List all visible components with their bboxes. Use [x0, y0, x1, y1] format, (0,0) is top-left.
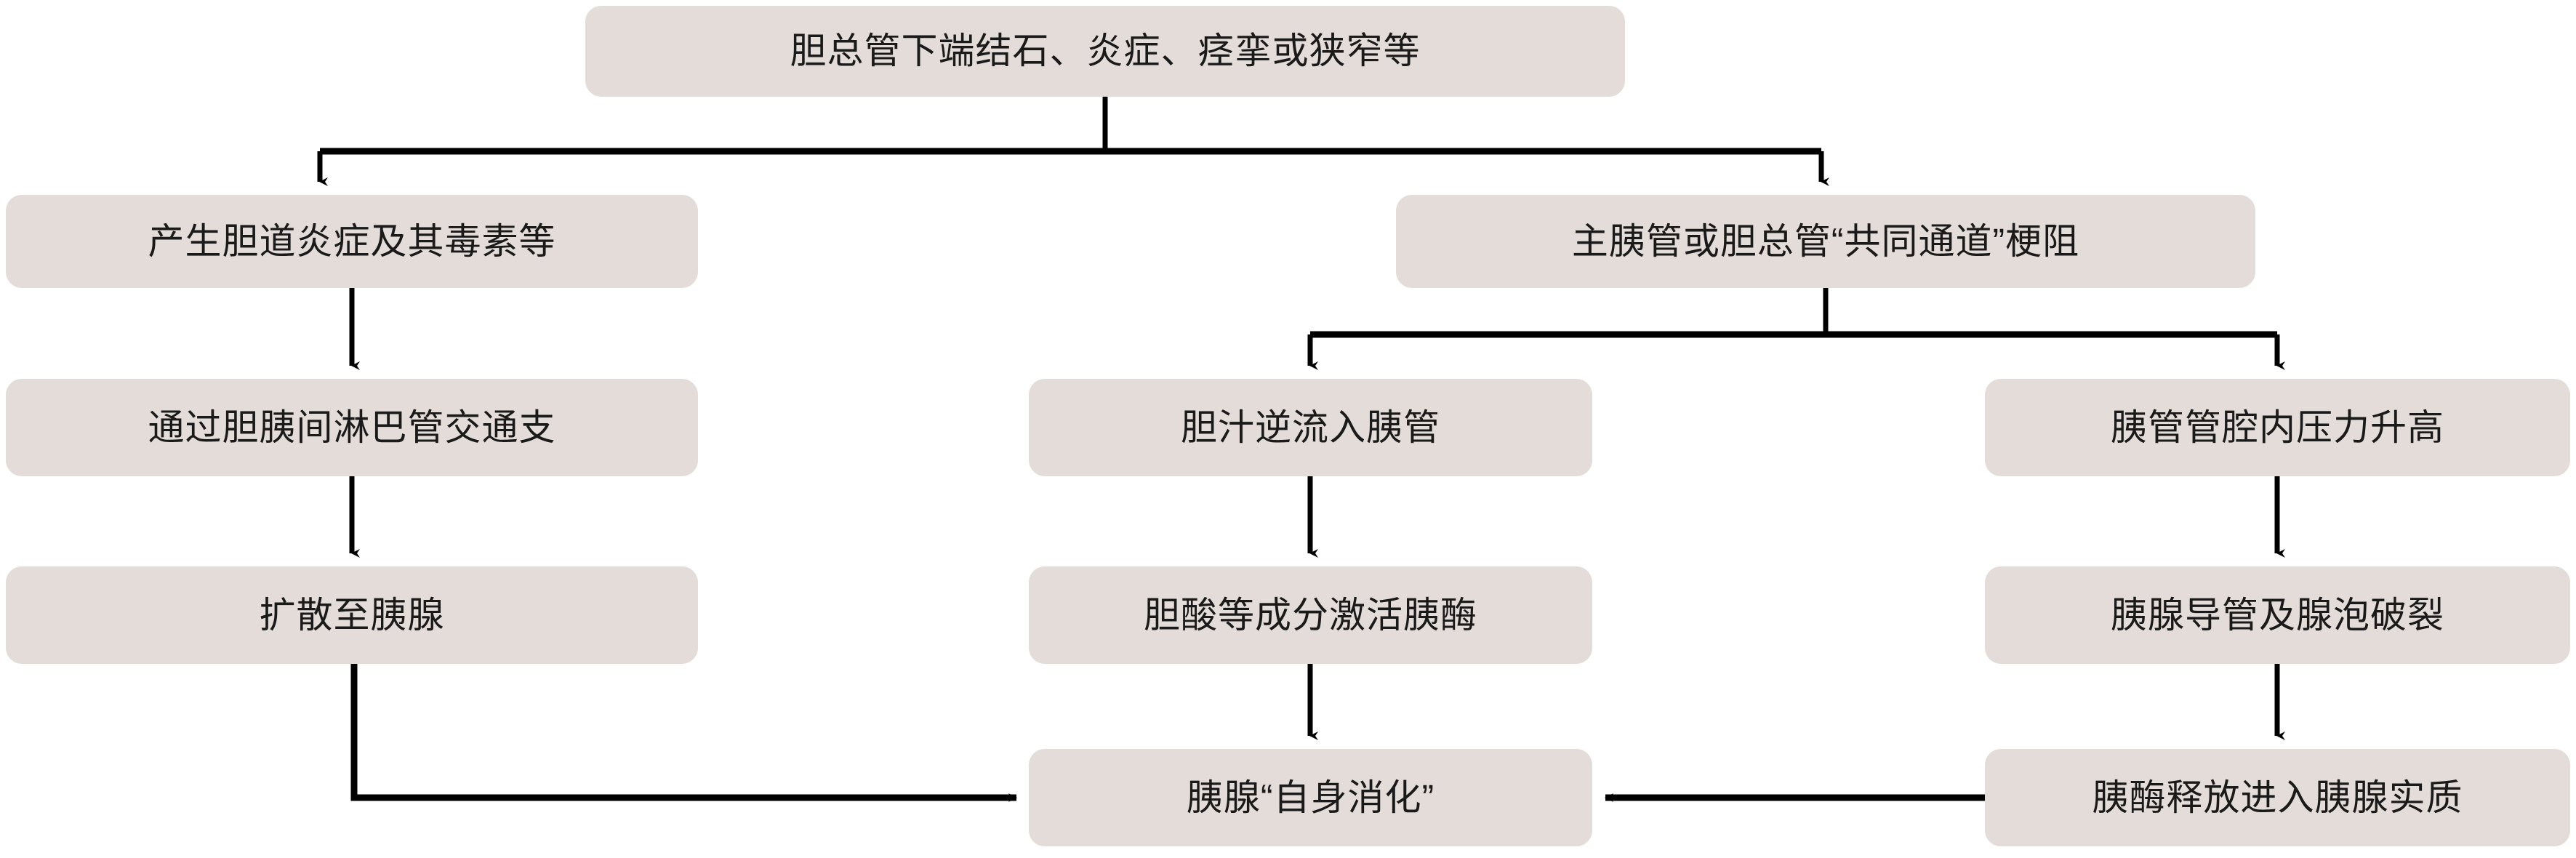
node-root[interactable]: 胆总管下端结石、炎症、痉挛或狭窄等 — [585, 6, 1625, 97]
node-spread-to-pancreas[interactable]: 扩散至胰腺 — [6, 566, 698, 664]
node-cholangitis[interactable]: 产生胆道炎症及其毒素等 — [6, 195, 698, 288]
edge-root-split — [317, 97, 1829, 186]
node-enzyme-activation[interactable]: 胆酸等成分激活胰酶 — [1029, 566, 1592, 664]
edge-spread-autodigest — [350, 664, 1017, 802]
node-enzyme-release[interactable]: 胰酶释放进入胰腺实质 — [1985, 749, 2570, 846]
node-autodigestion[interactable]: 胰腺“自身消化” — [1029, 749, 1592, 846]
node-bile-reflux[interactable]: 胆汁逆流入胰管 — [1029, 379, 1592, 476]
edge-obstruction-split — [1307, 288, 2285, 370]
node-duct-pressure-rise[interactable]: 胰管管腔内压力升高 — [1985, 379, 2570, 476]
node-common-channel-obstruction[interactable]: 主胰管或胆总管“共同通道”梗阻 — [1396, 195, 2255, 288]
node-lymphatic-pathway[interactable]: 通过胆胰间淋巴管交通支 — [6, 379, 698, 476]
node-duct-acinar-rupture[interactable]: 胰腺导管及腺泡破裂 — [1985, 566, 2570, 664]
